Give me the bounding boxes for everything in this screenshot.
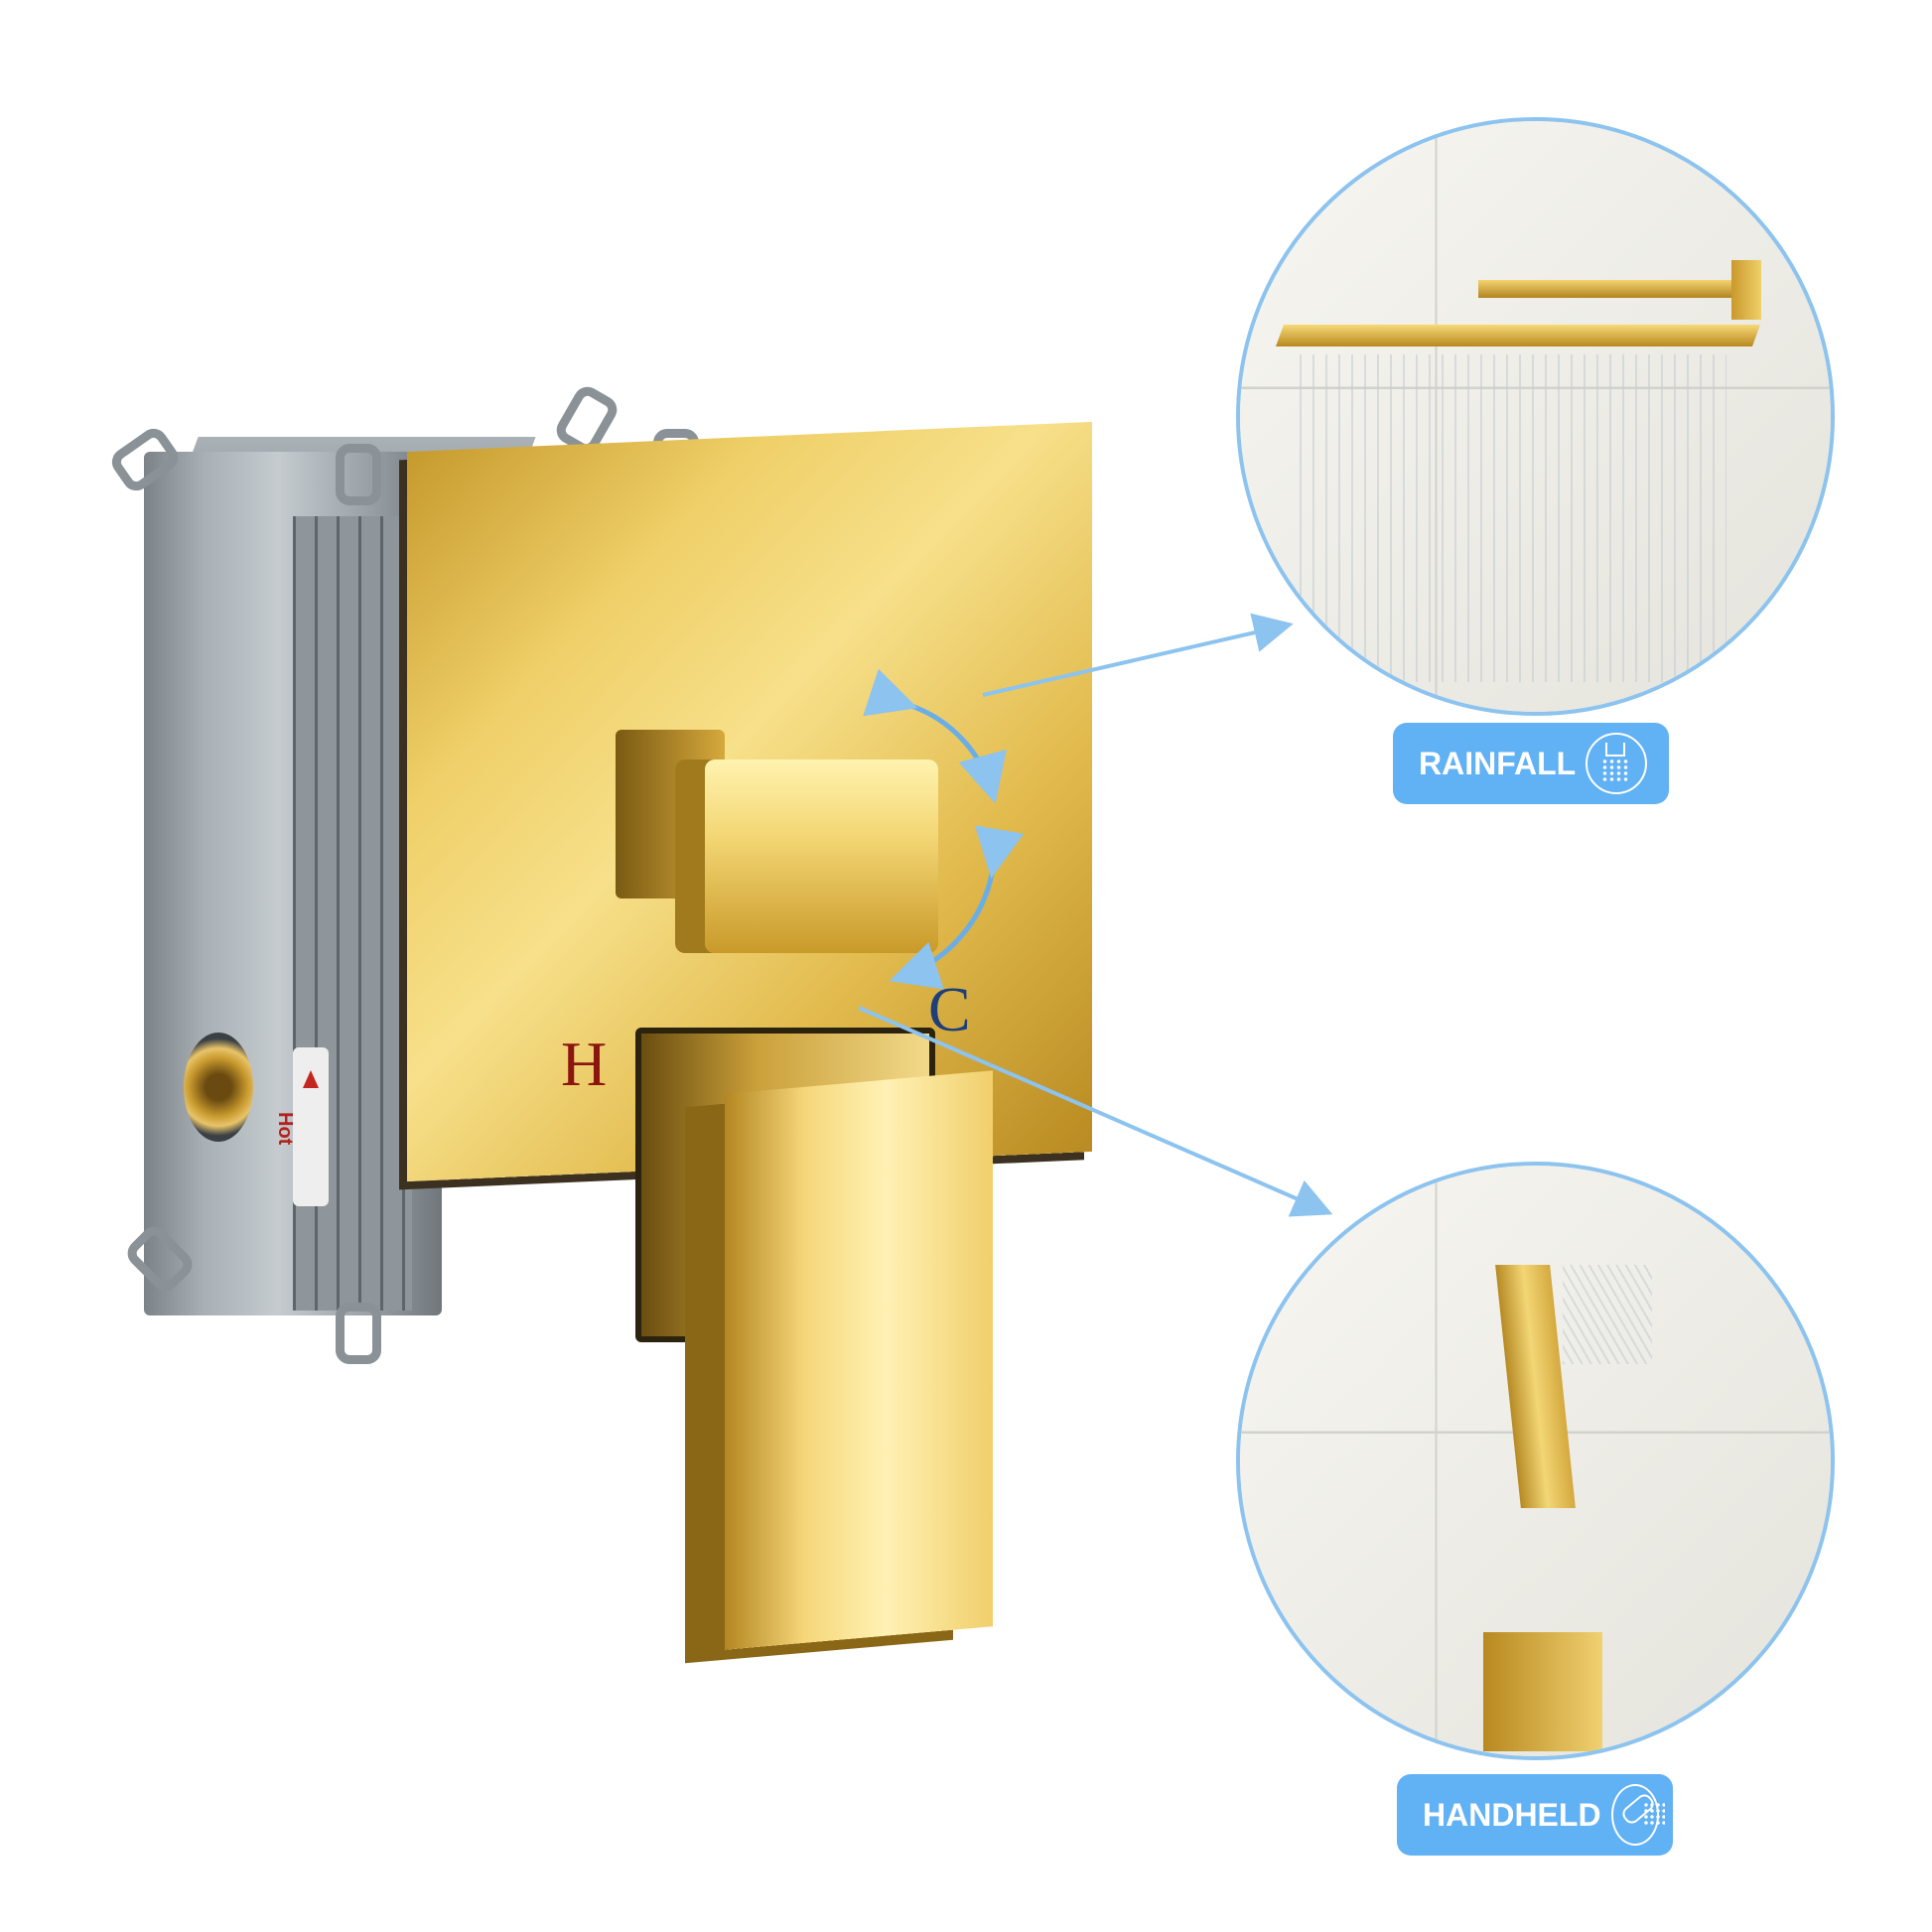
water-streams (1300, 354, 1726, 682)
threaded-inlet-port (184, 1033, 253, 1142)
hand-shower-holder (1483, 1632, 1602, 1751)
wall-flange (1731, 260, 1761, 320)
rain-showerhead-plate (1275, 325, 1761, 346)
handheld-badge: HANDHELD (1397, 1774, 1673, 1856)
handheld-label: HANDHELD (1423, 1796, 1601, 1833)
rainfall-label: RAINFALL (1419, 745, 1577, 781)
handheld-shower-image (1236, 1162, 1835, 1760)
shower-arm (1478, 280, 1736, 298)
hot-arrow-icon (303, 1070, 319, 1088)
hot-marker: H (561, 1029, 608, 1099)
handheld-shower-icon (1610, 1784, 1665, 1846)
rainfall-showerhead-image (1236, 117, 1835, 716)
rainfall-badge: RAINFALL (1393, 723, 1669, 804)
spray-pattern (1563, 1265, 1652, 1364)
rain-shower-icon (1586, 733, 1648, 794)
